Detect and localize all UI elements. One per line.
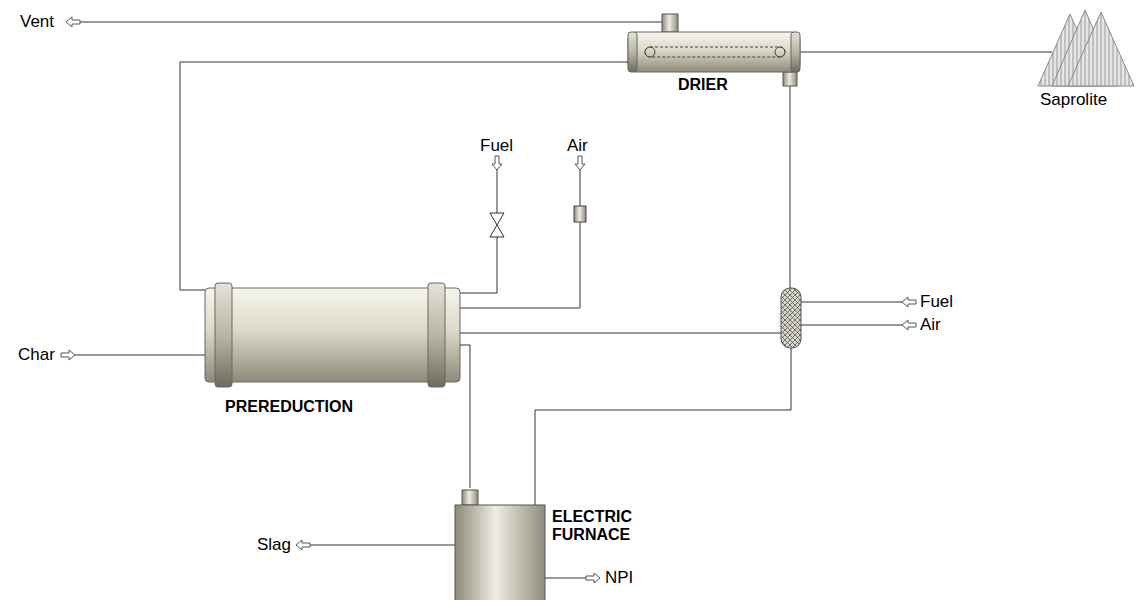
stream-label: Fuel <box>920 292 953 312</box>
stream-arrows <box>61 17 916 583</box>
equipment-node: DRIER <box>628 16 800 86</box>
stream-label: Saprolite <box>1040 90 1107 110</box>
stream-label: Slag <box>257 535 291 555</box>
stream-label: Air <box>920 315 941 335</box>
stream-label: NPI <box>605 568 633 588</box>
stream-label: Char <box>18 345 55 365</box>
equipment-label: PREREDUCTION <box>225 398 353 416</box>
equipment-label: ELECTRIC FURNACE <box>552 508 642 544</box>
burner-vessel <box>781 288 801 348</box>
equipment-node: PREREDUCTION <box>205 283 460 387</box>
stream-label: Air <box>567 136 588 156</box>
saprolite-pile <box>1038 10 1134 86</box>
drier-vessel <box>628 14 800 86</box>
valve-symbol <box>490 213 504 237</box>
furnace-vessel <box>455 490 545 600</box>
equipment-label: DRIER <box>678 76 728 94</box>
stream-label: Fuel <box>480 136 513 156</box>
equipment-node: ELECTRIC FURNACE <box>455 488 545 600</box>
process-stream <box>180 62 628 290</box>
process-stream <box>460 345 470 488</box>
stream-label: Vent <box>20 12 54 32</box>
air-filter <box>574 206 586 222</box>
kiln-vessel <box>205 283 460 387</box>
stream-lines <box>75 22 1052 578</box>
